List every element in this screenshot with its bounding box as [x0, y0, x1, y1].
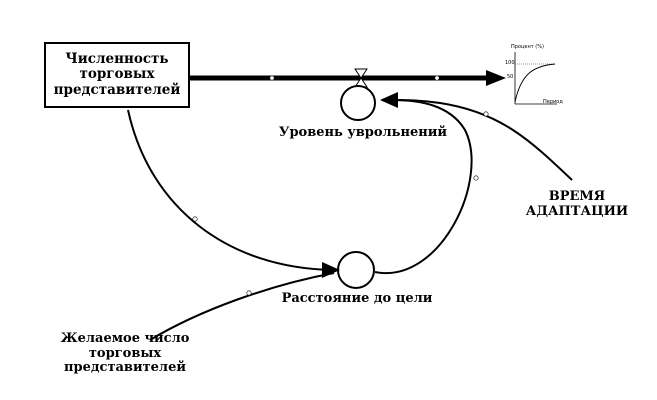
- link-dot-1: [192, 216, 198, 222]
- mini-chart-ylabel: Процент (%): [511, 44, 544, 50]
- stock-label: Численность торговых представителей: [53, 51, 181, 98]
- gap-circle: [337, 251, 375, 289]
- link-adaptation-to-rate: [391, 99, 573, 181]
- attrition-rate-circle: [340, 85, 376, 121]
- mini-chart-plot: [514, 52, 557, 105]
- link-gap-to-rate-arrow: [380, 92, 398, 108]
- link-dot-4: [483, 111, 489, 117]
- pipe-dot-2: [434, 75, 440, 81]
- mini-chart-xlabel: Период: [543, 99, 563, 105]
- mini-chart-ytick-100: 100: [505, 60, 515, 66]
- pipe-dot-1: [269, 75, 275, 81]
- link-stock-to-gap: [127, 109, 333, 271]
- outflow-arrowhead: [486, 70, 506, 86]
- link-gap-to-rate: [374, 99, 473, 275]
- link-dot-3: [473, 175, 479, 181]
- stock-salespeople-box: Численность торговых представителей: [44, 42, 190, 108]
- valve-icon: [354, 68, 368, 88]
- adaptation-time-label: ВРЕМЯ АДАПТАЦИИ: [525, 189, 629, 219]
- mini-chart-ytick-50: 50: [507, 74, 514, 80]
- gap-label: Расстояние до цели: [281, 291, 433, 306]
- mini-chart: Процент (%) 100 50 Период: [505, 44, 563, 108]
- link-dot-2: [246, 290, 252, 296]
- desired-salespeople-label: Желаемое число торговых представителей: [60, 331, 190, 376]
- attrition-rate-label: Уровень уврольнений: [278, 125, 448, 140]
- link-desired-to-gap: [149, 272, 335, 341]
